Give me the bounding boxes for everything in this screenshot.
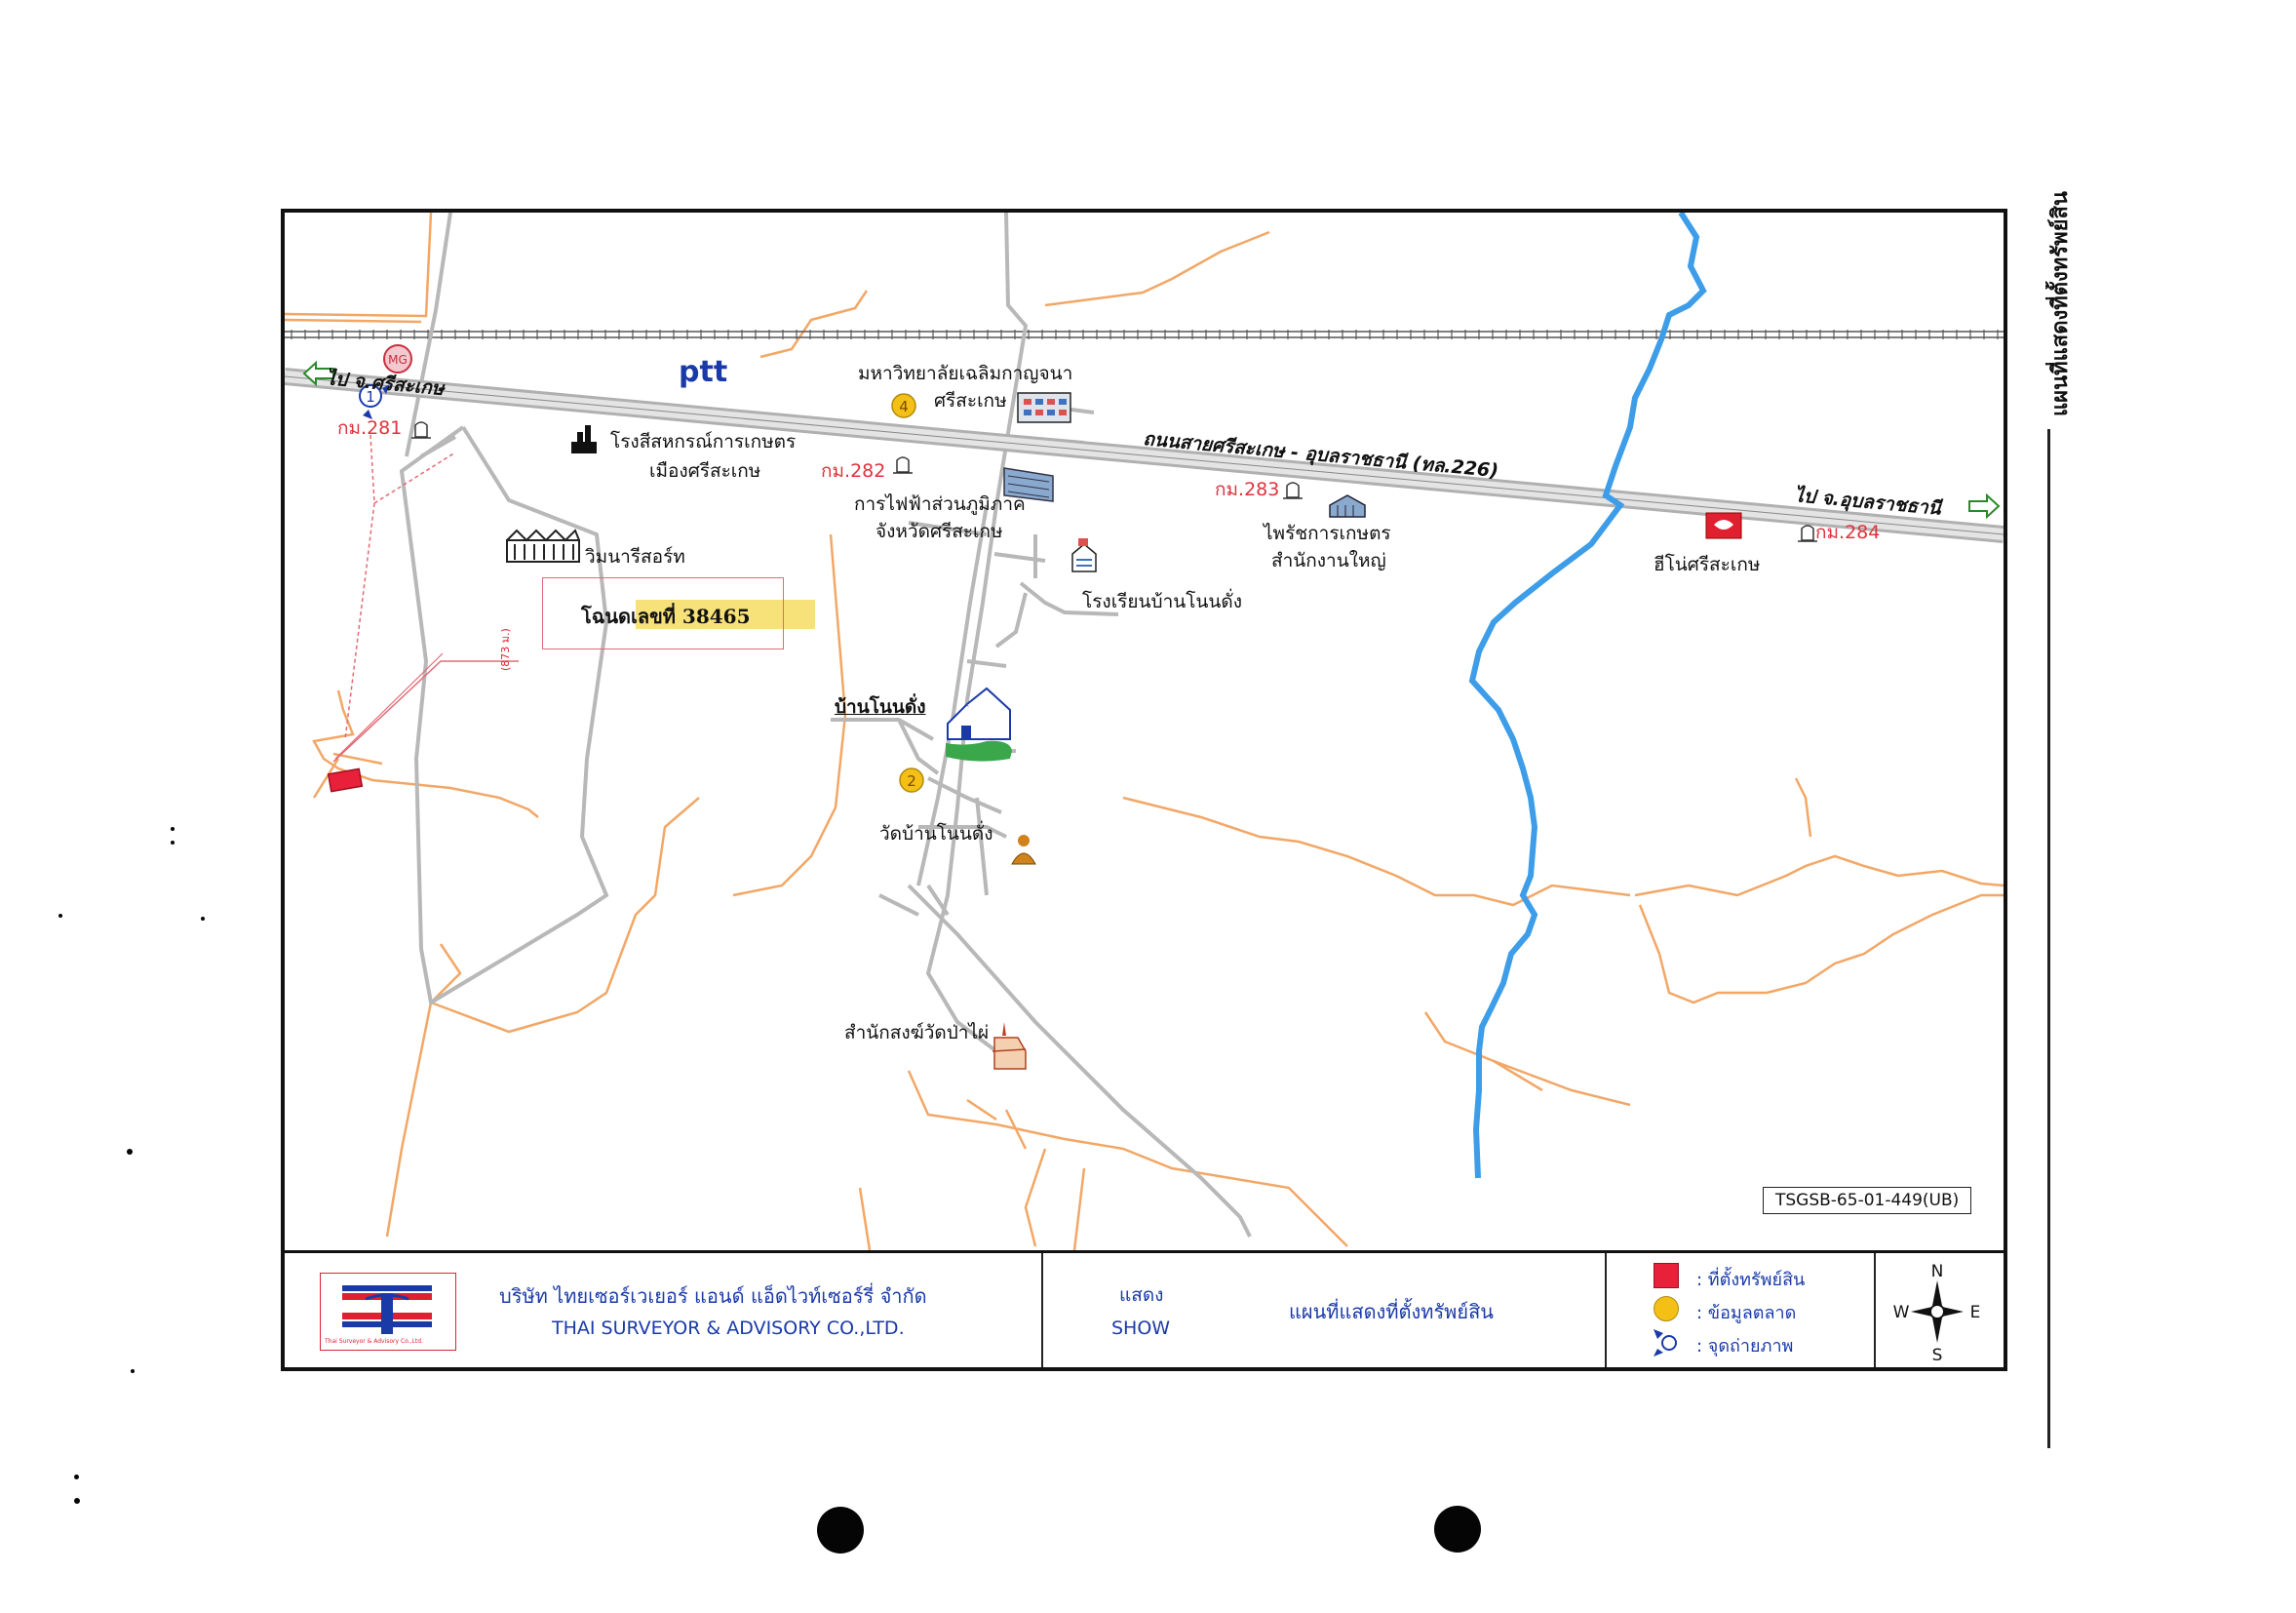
deed-box — [542, 577, 784, 649]
school-label: โรงเรียนบ้านโนนดั่ง — [1082, 591, 1243, 612]
deed-label: โฉนดเลขที่ 38465 — [581, 605, 751, 628]
company-name-th: บริษัท ไทยเซอร์เวเยอร์ แอนด์ แอ็ดไวท์เซอ… — [499, 1284, 927, 1308]
resort-label: วิมนารีสอร์ท — [585, 546, 685, 568]
marker-1-num: 1 — [366, 388, 375, 406]
logo-caption: Thai Surveyor & Advisory Co.,Ltd. — [325, 1338, 423, 1345]
deed-highlight — [636, 600, 815, 629]
river — [1468, 213, 1707, 1179]
legend-camera-label: : จุดถ่ายภาพ — [1696, 1336, 1794, 1357]
scan-speck — [127, 1149, 133, 1155]
arrow-left-icon — [302, 360, 334, 387]
pea-label-1: การไฟฟ้าส่วนภูมิภาค — [854, 493, 1026, 515]
show-label-th: แสดง — [1119, 1284, 1164, 1306]
school-icon — [1071, 538, 1097, 572]
company-logo: Thai Surveyor & Advisory Co.,Ltd. — [320, 1273, 456, 1351]
km284-label: กม.284 — [1815, 522, 1881, 543]
side-title-text: แผนที่แสดงที่ตั้งทรัพย์สิน — [2045, 191, 2073, 416]
university-label-2: ศรีสะเกษ — [934, 390, 1007, 412]
property-marker[interactable] — [327, 767, 364, 793]
minor-roads — [285, 213, 2004, 1250]
market-point-1[interactable] — [359, 384, 382, 408]
scan-speck — [171, 827, 175, 831]
hino-label: ฮีโน่ศรีสะเกษ — [1654, 554, 1761, 575]
punch-hole-right — [1434, 1506, 1481, 1553]
marker-2-num: 2 — [907, 772, 916, 790]
scan-speck — [171, 841, 175, 845]
temple-label: วัดบ้านโนนดั่ง — [879, 823, 993, 845]
svg-text:MG: MG — [388, 353, 408, 367]
km282-label: กม.282 — [821, 460, 886, 482]
document-code: TSGSB-65-01-449(UB) — [1763, 1187, 1972, 1214]
village-label: บ้านโนนดั่ง — [835, 696, 926, 718]
university-icon — [1017, 392, 1071, 423]
scan-speck — [201, 917, 205, 921]
legend-market-icon — [1654, 1296, 1679, 1321]
warehouse-icon — [1329, 494, 1366, 518]
highway-226 — [285, 368, 2004, 543]
university-label-1: มหาวิทยาลัยเฉลิมกาญจนา — [858, 363, 1073, 384]
ptt-logo: ptt — [679, 355, 728, 389]
km283-label: กม.283 — [1215, 479, 1280, 500]
scan-speck — [74, 1475, 79, 1479]
pea-building-icon — [1003, 467, 1054, 502]
resort-building-icon — [506, 529, 580, 563]
side-divider-line — [2047, 429, 2050, 1448]
market-point-2[interactable] — [899, 767, 924, 793]
to-sisaket-label: ไป จ.ศรีสะเกษ — [326, 367, 448, 400]
mg-logo-icon: MG — [383, 344, 412, 374]
scan-speck — [74, 1498, 80, 1504]
legend-camera-icon — [1654, 1329, 1677, 1357]
km281-label: กม.281 — [337, 417, 403, 439]
camera-direction-icon — [363, 384, 390, 419]
footer-divider-1 — [1041, 1253, 1043, 1367]
compass-e: E — [1970, 1303, 1981, 1322]
buddha-icon — [1011, 835, 1036, 865]
side-title: แผนที่แสดงที่ตั้งทรัพย์สิน — [2045, 191, 2073, 416]
scan-speck — [58, 914, 62, 918]
legend-property-label: : ที่ตั้งทรัพย์สิน — [1696, 1270, 1806, 1290]
main-roads — [399, 213, 1252, 1238]
monastery-icon — [992, 1022, 1027, 1070]
arrow-right-icon — [1968, 492, 2001, 520]
legend-market-label: : ข้อมูลตลาด — [1696, 1303, 1797, 1323]
factory-icon — [571, 425, 597, 453]
map-description: แผนที่แสดงที่ตั้งทรัพย์สิน — [1289, 1300, 1494, 1323]
compass-w: W — [1893, 1303, 1910, 1322]
compass-s: S — [1932, 1346, 1943, 1362]
punch-hole-left — [817, 1507, 864, 1554]
distance-label: (873 ม.) — [499, 628, 512, 671]
footer-bar: Thai Surveyor & Advisory Co.,Ltd. บริษัท… — [281, 1250, 2007, 1371]
phairat-label-2: สำนักงานใหญ่ — [1271, 550, 1386, 571]
footer-divider-2 — [1605, 1253, 1607, 1367]
market-point-4[interactable] — [891, 393, 916, 418]
monastery-label: สำนักสงฆ์วัดป่าไผ่ — [844, 1022, 990, 1043]
marker-4-num: 4 — [899, 398, 909, 415]
compass-n: N — [1931, 1262, 1944, 1281]
legend-property-icon — [1654, 1263, 1679, 1288]
km-post-icons — [411, 421, 1817, 542]
scan-speck — [131, 1369, 135, 1373]
cooperative-label-2: เมืองศรีสะเกษ — [649, 460, 761, 482]
railway-line — [285, 330, 2004, 339]
phairat-label-1: ไพรัชการเกษตร — [1264, 523, 1391, 544]
pea-label-2: จังหวัดศรีสะเกษ — [876, 521, 1003, 542]
show-label-en: SHOW — [1111, 1318, 1171, 1339]
cooperative-label-1: โรงสีสหกรณ์การเกษตร — [610, 431, 797, 452]
property-pointer — [332, 434, 519, 763]
company-name-en: THAI SURVEYOR & ADVISORY CO.,LTD. — [552, 1318, 905, 1339]
footer-divider-3 — [1874, 1253, 1876, 1367]
hino-logo-icon — [1705, 512, 1742, 539]
village-house-icon — [946, 687, 1012, 762]
map-canvas[interactable]: 1 4 2 MG — [285, 213, 2004, 1250]
logo-flag-icon — [342, 1285, 432, 1334]
compass-rose-icon: N S W E — [1893, 1262, 1981, 1362]
